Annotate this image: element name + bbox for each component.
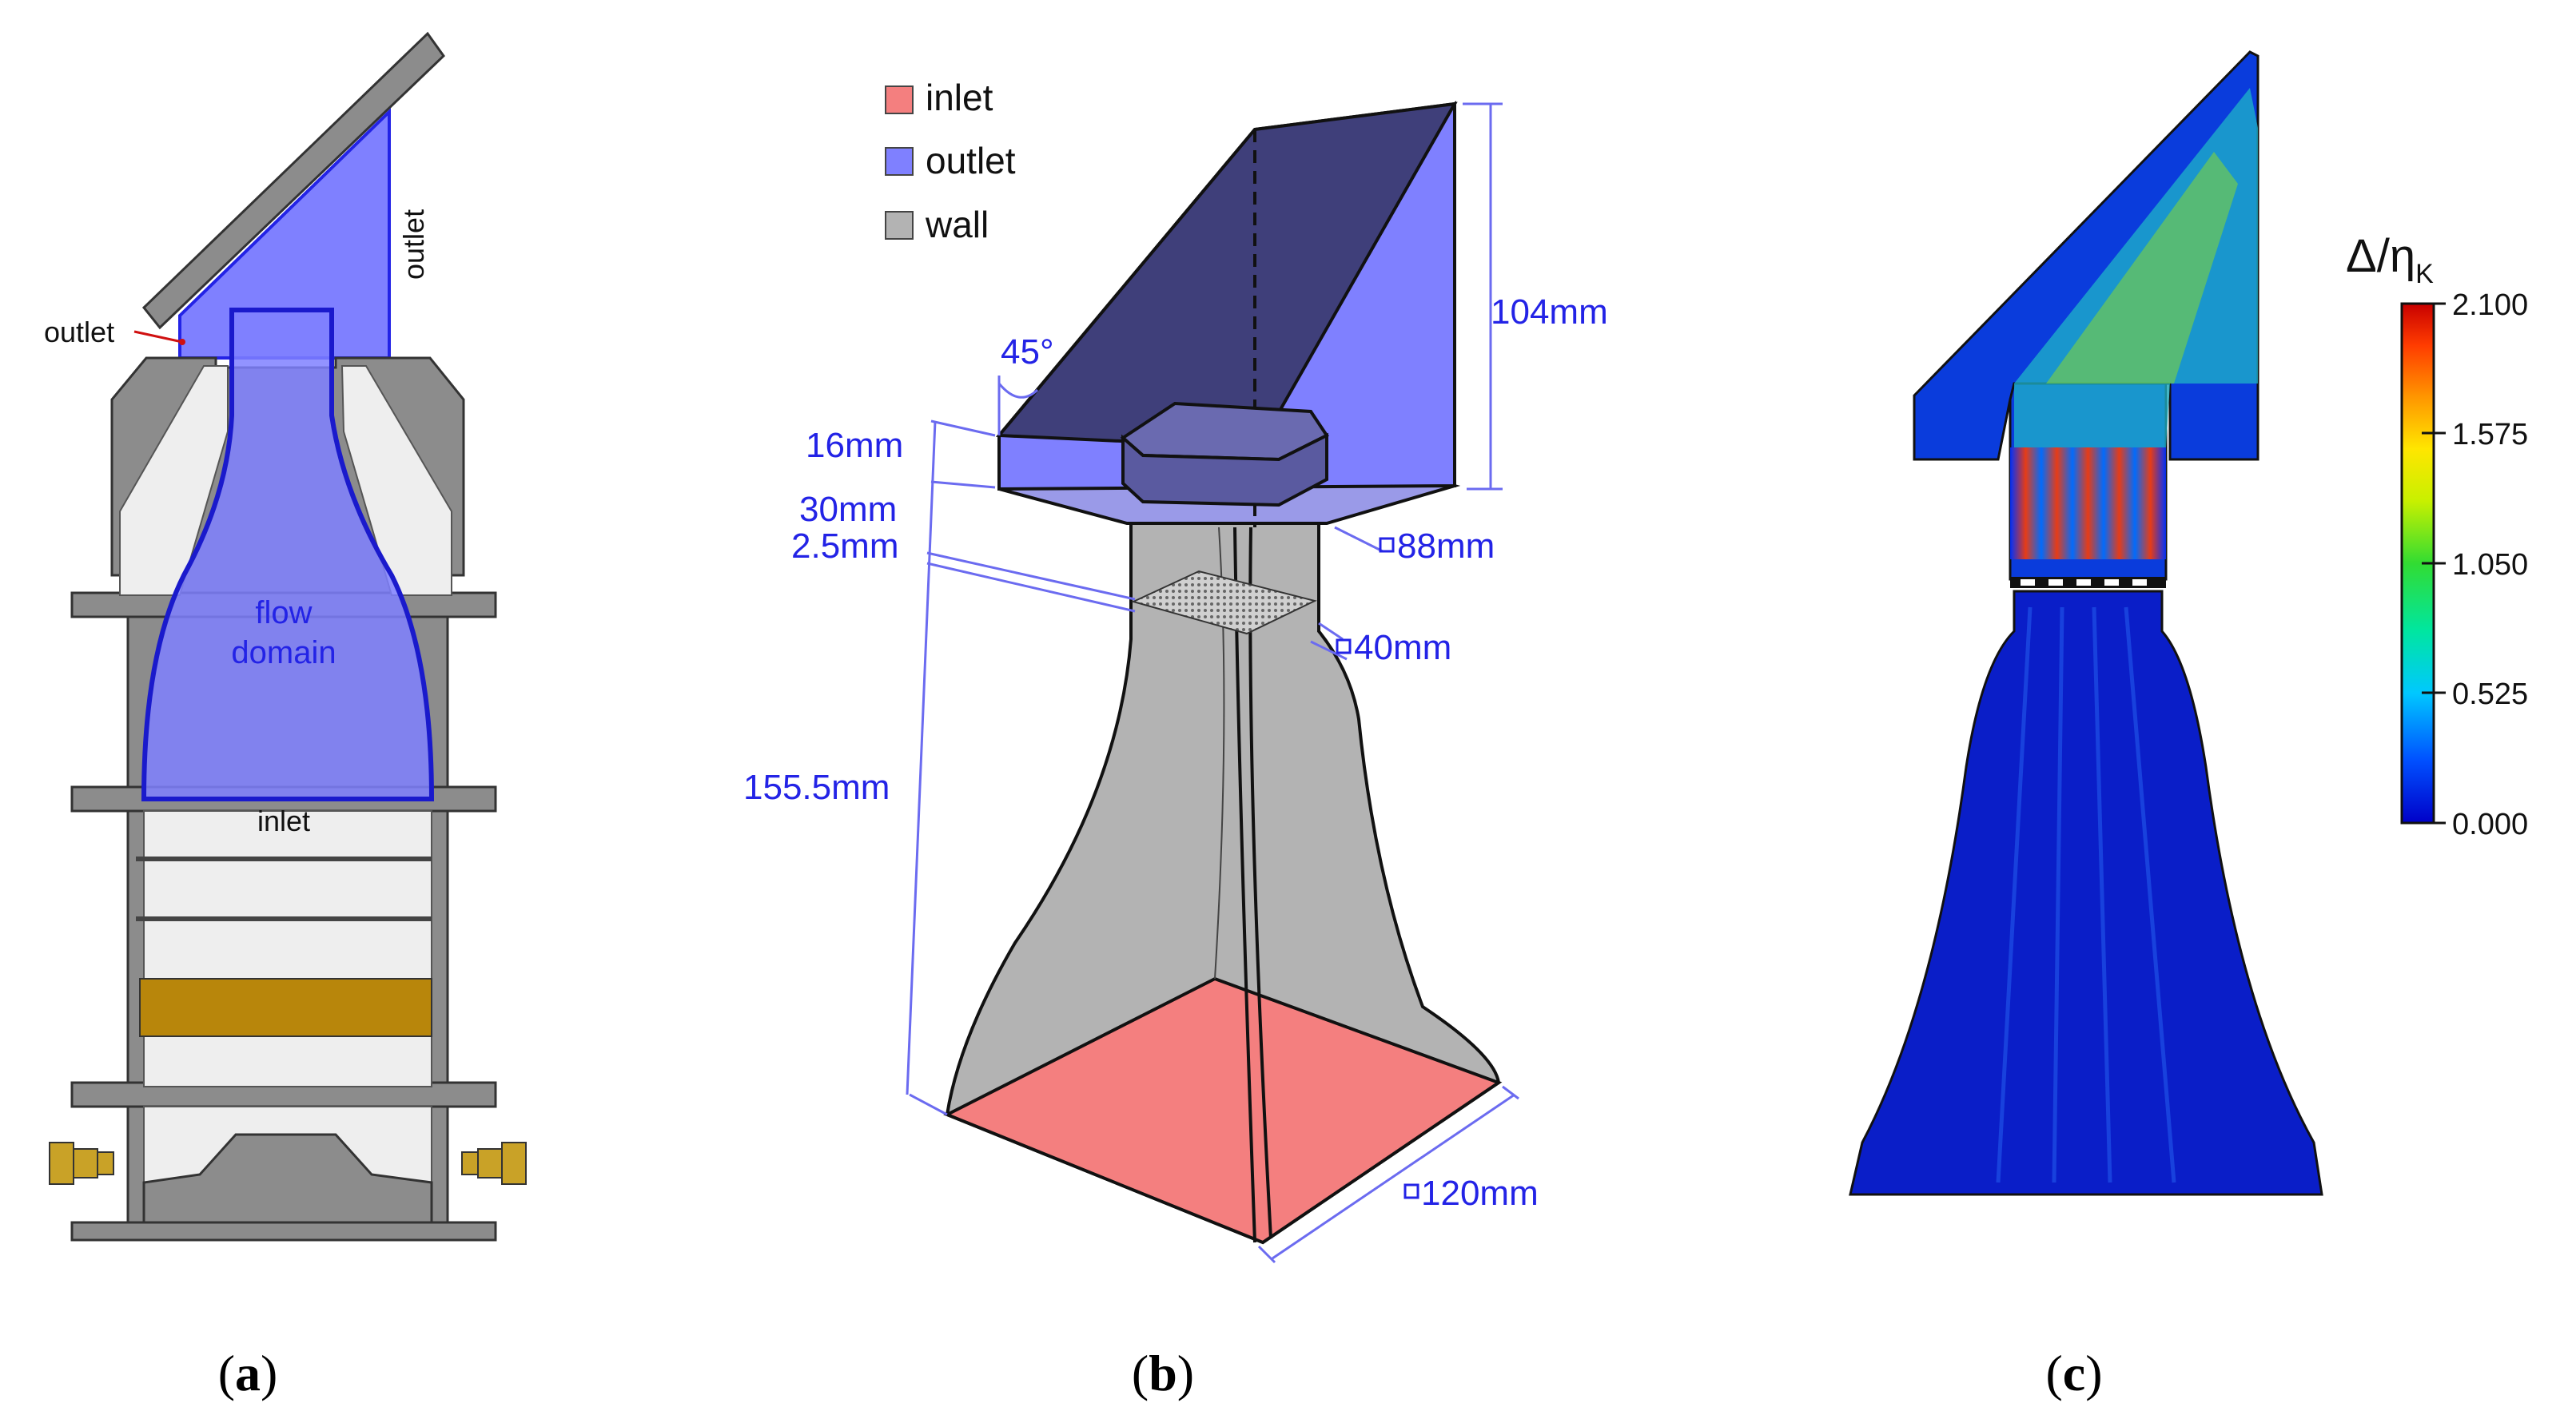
inlet-label: inlet [257,805,310,837]
colorbar-tick-1: 1.575 [2452,418,2528,451]
caption-b-letter: b [1149,1345,1177,1401]
legend: inlet outlet wall [885,77,1016,245]
dim-label-40: 40mm [1354,628,1451,667]
legend-swatch-inlet [885,85,914,114]
colorbar-tick-0: 2.100 [2452,288,2528,322]
contour-outlet-jet-core [2046,152,2238,384]
outlet-label-vertical: outlet [397,209,430,280]
caption-a: (a) [218,1345,278,1401]
dim-label-16: 16mm [806,426,903,465]
right-shoulder [340,365,452,596]
left-fitting [49,1142,114,1185]
caption-c-letter: c [2063,1345,2085,1401]
slanted-plate [141,31,445,330]
brass-honeycomb [139,978,432,1037]
caption-a-letter: a [235,1345,261,1401]
dim-label-120: 120mm [1421,1174,1539,1213]
contour-diffuser [1849,590,2323,1196]
colorbar-title: Δ/ηK [2346,230,2434,289]
panel-c: 2.100 1.575 1.050 0.525 0.000 Δ/ηK (c) [1849,50,2528,1401]
dim-label-88: 88mm [1397,527,1495,566]
dim-label-angle: 45° [1001,332,1054,372]
caption-c: (c) [2045,1345,2102,1401]
dimension-lines [906,102,1519,1264]
panel-b: inlet outlet wall [743,77,1608,1401]
legend-swatch-outlet [885,147,914,176]
colorbar-tick-4: 0.000 [2452,808,2528,841]
dim-square-120 [1403,1183,1419,1199]
dim-label-104: 104mm [1491,292,1608,332]
caption-b: (b) [1132,1345,1194,1401]
lower-chamber [143,810,432,1087]
legend-label-outlet: outlet [926,140,1016,181]
flange-4 [70,1221,497,1242]
panel-a: outlet outlet flow domain inlet (a) [44,31,527,1401]
dim-square-88 [1379,537,1395,553]
contour-neck-heat [2010,447,2166,559]
outlet-pointer [133,330,183,344]
dim-square-40 [1336,638,1352,654]
outlet-label-side: outlet [44,316,114,348]
dim-label-30: 30mm [799,490,897,529]
colorbar-title-sub: K [2415,259,2434,289]
right-fitting [461,1142,527,1185]
flow-domain [141,308,435,801]
flow-domain-label-2: domain [231,635,336,670]
flow-domain-label-1: flow [255,595,312,630]
colorbar-tick-2: 1.050 [2452,548,2528,582]
legend-label-wall: wall [925,204,989,245]
bottom-cone [142,1133,433,1224]
outlet-pointer-dot [179,339,185,345]
inlet-face [943,976,1503,1245]
perforation-holes [2021,579,2147,586]
dim-label-155: 155.5mm [743,768,890,807]
nozzle-box-front [1121,432,1328,507]
contour-streaks [1996,606,2176,1183]
mesh-plate [1131,570,1317,635]
colorbar-ticks [2422,302,2446,825]
colorbar-title-main: Δ/η [2346,230,2415,282]
legend-label-inlet: inlet [926,77,993,118]
colorbar-tick-3: 0.525 [2452,678,2528,711]
dim-label-25: 2.5mm [791,527,898,566]
legend-swatch-wall [885,211,914,240]
